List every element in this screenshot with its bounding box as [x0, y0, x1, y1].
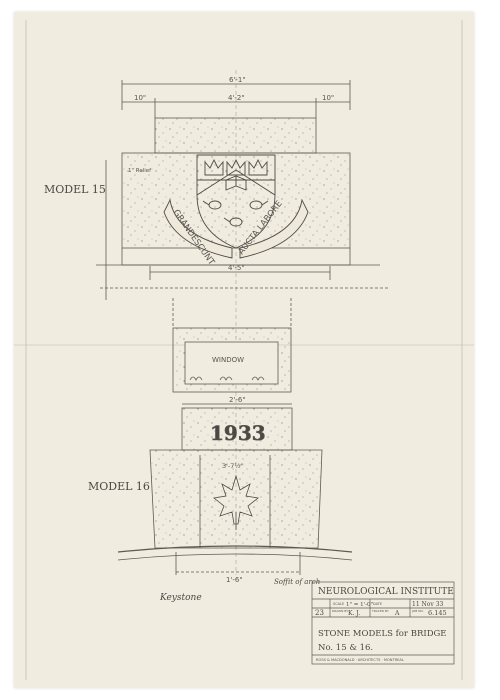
window-opening [172, 298, 292, 393]
model-16-elevation [117, 403, 353, 575]
motto-ribbon-left [163, 198, 233, 259]
relief-note: 1" Relief [128, 168, 152, 174]
dim-top-width: 2'-6" [229, 396, 246, 404]
scale-label: SCALE [333, 602, 344, 606]
model-16-label: MODEL 16 [88, 480, 150, 493]
window-label: WINDOW [212, 356, 244, 364]
date-label: DATE [373, 602, 382, 606]
drawing-subtitle-models: No. 15 & 16. [318, 643, 373, 653]
crown-icon [226, 158, 246, 176]
open-book-icon [225, 175, 247, 191]
crown-icon [248, 158, 268, 176]
shield-outline [196, 154, 276, 249]
dim-overall-width: 6'-1" [229, 76, 246, 84]
scale-value: 1" = 1'-0" [346, 602, 373, 608]
crown-icon [204, 158, 224, 176]
martlet-bird-icon [202, 200, 222, 210]
traced-by-label: TRACED BY [371, 609, 389, 613]
martlet-bird-icon [249, 200, 269, 210]
job-no-label: JOB NO. [411, 609, 424, 613]
motto-ribbon-right [239, 198, 309, 259]
title-block [311, 581, 455, 665]
carved-year: 1933 [210, 421, 266, 445]
dim-base-width: 4'-5" [228, 264, 245, 272]
drawn-by-label: DRAWN BY [332, 609, 348, 613]
sheet-number: 23 [315, 609, 324, 617]
dim-mid-width: 3'-7½" [222, 462, 244, 470]
traced-by-value: A [394, 610, 400, 617]
drawn-by-value: K. J. [348, 610, 360, 617]
coat-of-arms-carving [163, 154, 309, 259]
model-15-label: MODEL 15 [44, 183, 106, 196]
dim-right-offset: 10" [322, 94, 334, 102]
model-15-elevation [96, 80, 390, 300]
dim-inner-width: 4'-2" [228, 94, 245, 102]
drawing-subtitle: STONE MODELS for BRIDGE [318, 629, 447, 639]
dim-left-offset: 10" [134, 94, 146, 102]
architect-firm: ROSS & MACDONALD · ARCHITECTS · MONTREAL [316, 658, 404, 662]
dim-bottom-width: 1'-6" [226, 576, 243, 584]
project-title: NEUROLOGICAL INSTITUTE [318, 587, 454, 597]
job-no-value: 6.145 [428, 609, 447, 617]
keystone-note: Keystone [159, 593, 202, 603]
date-value: 11 Nov 33 [412, 601, 444, 608]
soffit-note: Soffit of arch [274, 578, 320, 586]
martlet-bird-icon [223, 217, 243, 227]
